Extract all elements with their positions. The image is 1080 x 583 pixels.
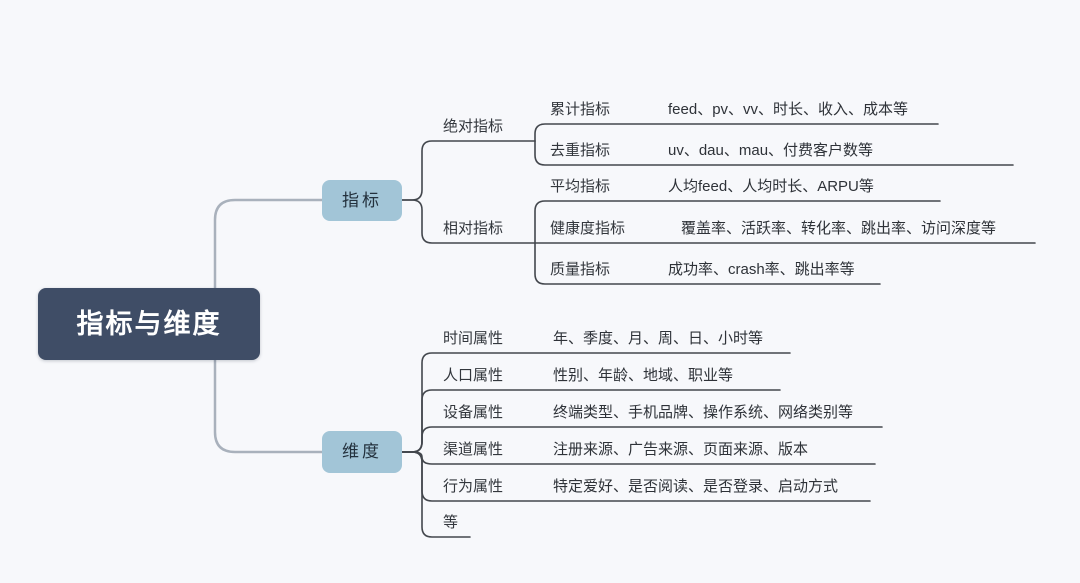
leaf-content: feed、pv、vv、时长、收入、成本等 <box>668 101 909 118</box>
leaf-label: 健康度指标 <box>550 220 626 237</box>
branch-node-metrics: 指标 <box>322 180 402 221</box>
leaf-label: 时间属性 <box>443 330 504 347</box>
group-label-relative: 相对指标 <box>443 220 504 237</box>
leaf-label: 质量指标 <box>550 261 611 278</box>
leaf-label: 行为属性 <box>443 478 504 495</box>
leaf-label: 累计指标 <box>550 101 611 118</box>
leaf-content: 特定爱好、是否阅读、是否登录、启动方式 <box>553 478 839 495</box>
leaf-content: 覆盖率、活跃率、转化率、跳出率、访问深度等 <box>681 220 997 237</box>
leaf-content: 年、季度、月、周、日、小时等 <box>553 330 764 347</box>
leaf-label: 去重指标 <box>550 142 611 159</box>
leaf-content: 性别、年龄、地域、职业等 <box>553 367 734 384</box>
leaf-content: 人均feed、人均时长、ARPU等 <box>668 178 874 195</box>
leaf-label: 平均指标 <box>550 178 611 195</box>
root-node: 指标与维度 <box>38 288 260 360</box>
leaf-label: 等 <box>443 514 459 531</box>
group-label-absolute: 绝对指标 <box>443 118 504 135</box>
leaf-content: 注册来源、广告来源、页面来源、版本 <box>553 441 809 458</box>
connector-root-dimensions <box>213 350 324 454</box>
leaf-content: uv、dau、mau、付费客户数等 <box>668 142 874 159</box>
connector-root-metrics <box>213 198 324 302</box>
branch-node-dimensions: 维度 <box>322 431 402 473</box>
leaf-label: 渠道属性 <box>443 441 504 458</box>
leaf-label: 人口属性 <box>443 367 504 384</box>
leaf-label: 设备属性 <box>443 404 504 421</box>
leaf-content: 成功率、crash率、跳出率等 <box>668 261 855 278</box>
leaf-content: 终端类型、手机品牌、操作系统、网络类别等 <box>553 404 854 421</box>
